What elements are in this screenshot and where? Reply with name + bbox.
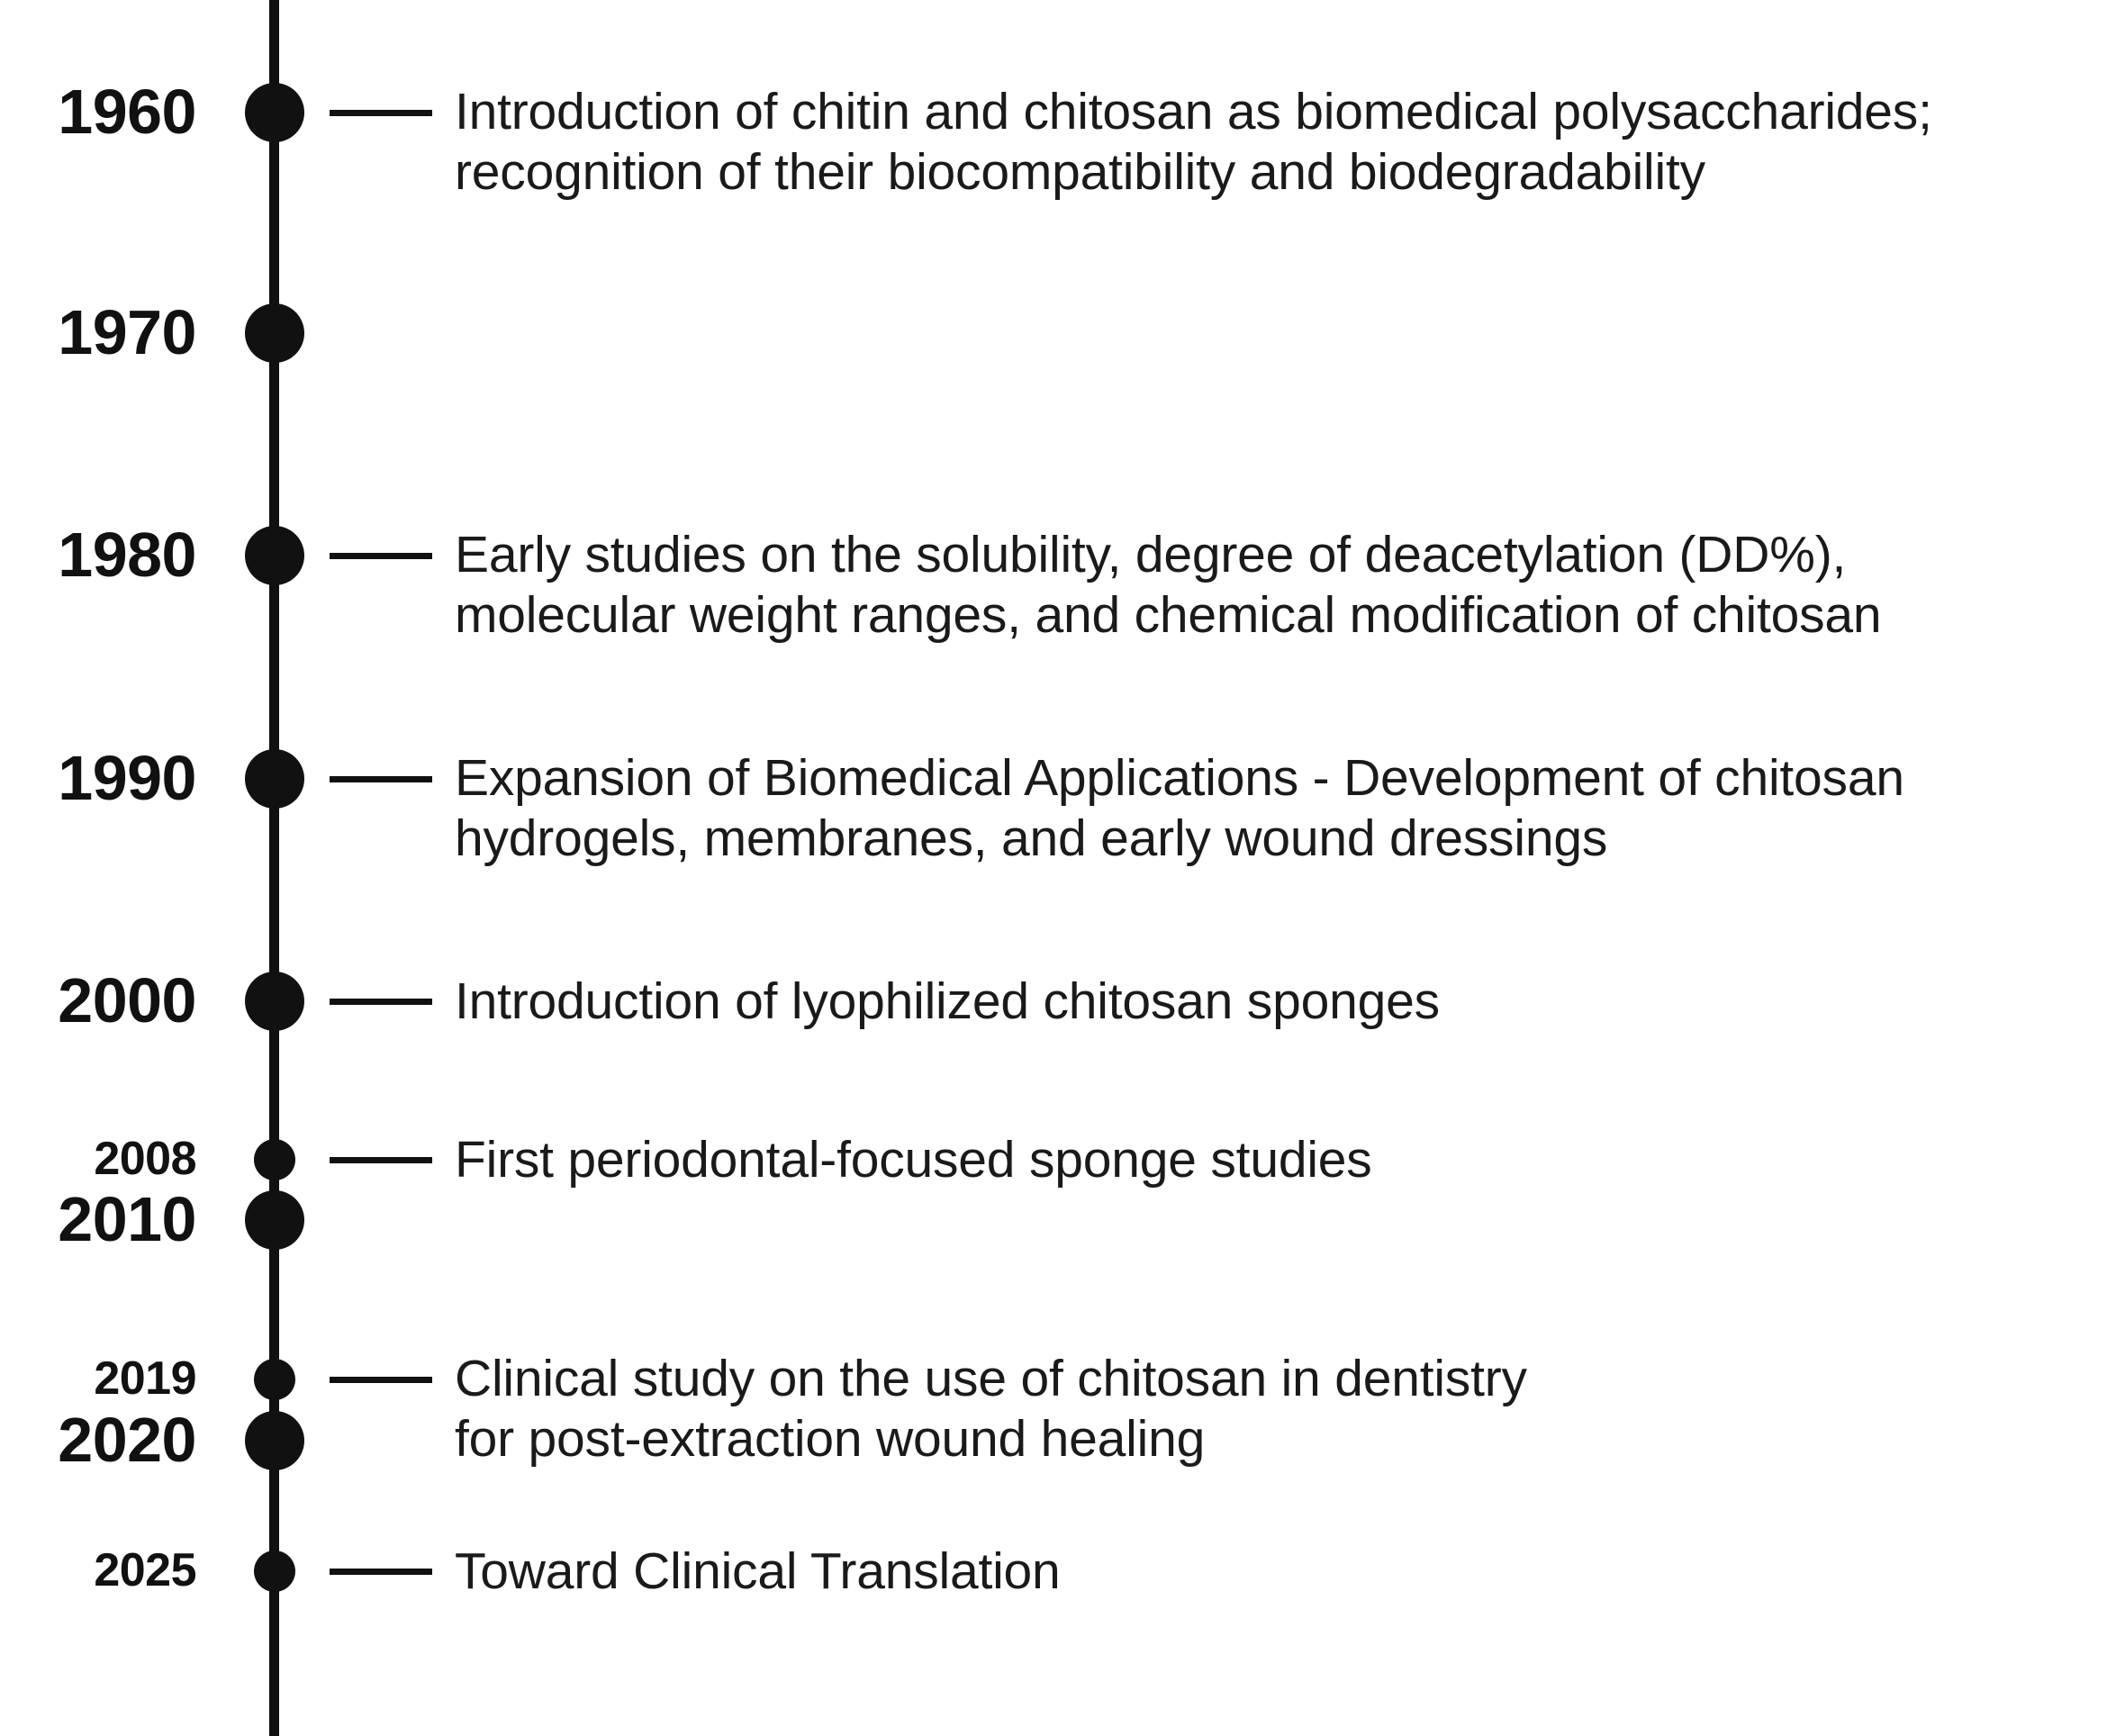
timeline-node-dot-icon (245, 1411, 304, 1470)
timeline-description-line: for post-extraction wound healing (455, 1409, 1206, 1468)
timeline-connector-line (330, 553, 432, 559)
timeline-description-line: Introduction of chitin and chitosan as b… (455, 83, 1932, 140)
timeline-year-label: 2000 (58, 965, 196, 1035)
timeline-description-line: Toward Clinical Translation (455, 1542, 1061, 1600)
timeline-node-dot-icon (245, 1190, 304, 1250)
timeline-node-dot-icon (245, 83, 304, 142)
timeline-year-label: 1980 (58, 520, 196, 590)
timeline-year-label: 1960 (58, 77, 196, 147)
timeline-description-line: First periodontal-focused sponge studies (455, 1131, 1372, 1189)
timeline-connector-line (330, 1157, 432, 1163)
timeline-event-description: Introduction of chitin and chitosan as b… (455, 82, 2084, 202)
timeline-event-description: Toward Clinical Translation (455, 1542, 2084, 1602)
timeline-description-line: Expansion of Biomedical Applications - D… (455, 749, 1904, 807)
timeline-connector-line (330, 999, 432, 1005)
timeline-connector-line (330, 1569, 432, 1575)
timeline-node-dot-icon (254, 1139, 295, 1180)
timeline-connector-line (330, 110, 432, 116)
timeline-year-label: 2025 (94, 1544, 196, 1596)
timeline-description-line: Clinical study on the use of chitosan in… (455, 1350, 1527, 1407)
timeline-year-label: 2020 (58, 1405, 196, 1475)
timeline-description-line: hydrogels, membranes, and early wound dr… (455, 809, 1608, 867)
timeline-event-description: First periodontal-focused sponge studies (455, 1130, 2084, 1190)
timeline-connector-line (330, 776, 432, 782)
timeline-node-dot-icon (245, 749, 304, 809)
timeline-connector-line (330, 1377, 432, 1383)
timeline-description-line: Introduction of lyophilized chitosan spo… (455, 972, 1440, 1030)
timeline-node-dot-icon (254, 1551, 295, 1592)
timeline-year-label: 1970 (58, 297, 196, 367)
timeline-year-label: 2010 (58, 1184, 196, 1254)
timeline-description-line: recognition of their biocompatibility an… (455, 142, 1705, 201)
timeline-event-description: Early studies on the solubility, degree … (455, 525, 2084, 645)
timeline-node-dot-icon (245, 526, 304, 585)
timeline-description-line: Early studies on the solubility, degree … (455, 526, 1847, 583)
timeline-event-description: Introduction of lyophilized chitosan spo… (455, 972, 2084, 1032)
timeline-event-description: Expansion of Biomedical Applications - D… (455, 748, 2084, 868)
timeline-axis-line (269, 0, 279, 1736)
timeline-event-description: Clinical study on the use of chitosan in… (455, 1349, 2084, 1469)
timeline-year-label: 2008 (94, 1133, 196, 1185)
timeline-node-dot-icon (254, 1359, 295, 1400)
timeline-node-dot-icon (245, 303, 304, 363)
timeline-node-dot-icon (245, 972, 304, 1031)
timeline-year-label: 1990 (58, 743, 196, 813)
timeline-year-label: 2019 (94, 1352, 196, 1405)
timeline-description-line: molecular weight ranges, and chemical mo… (455, 585, 1882, 644)
